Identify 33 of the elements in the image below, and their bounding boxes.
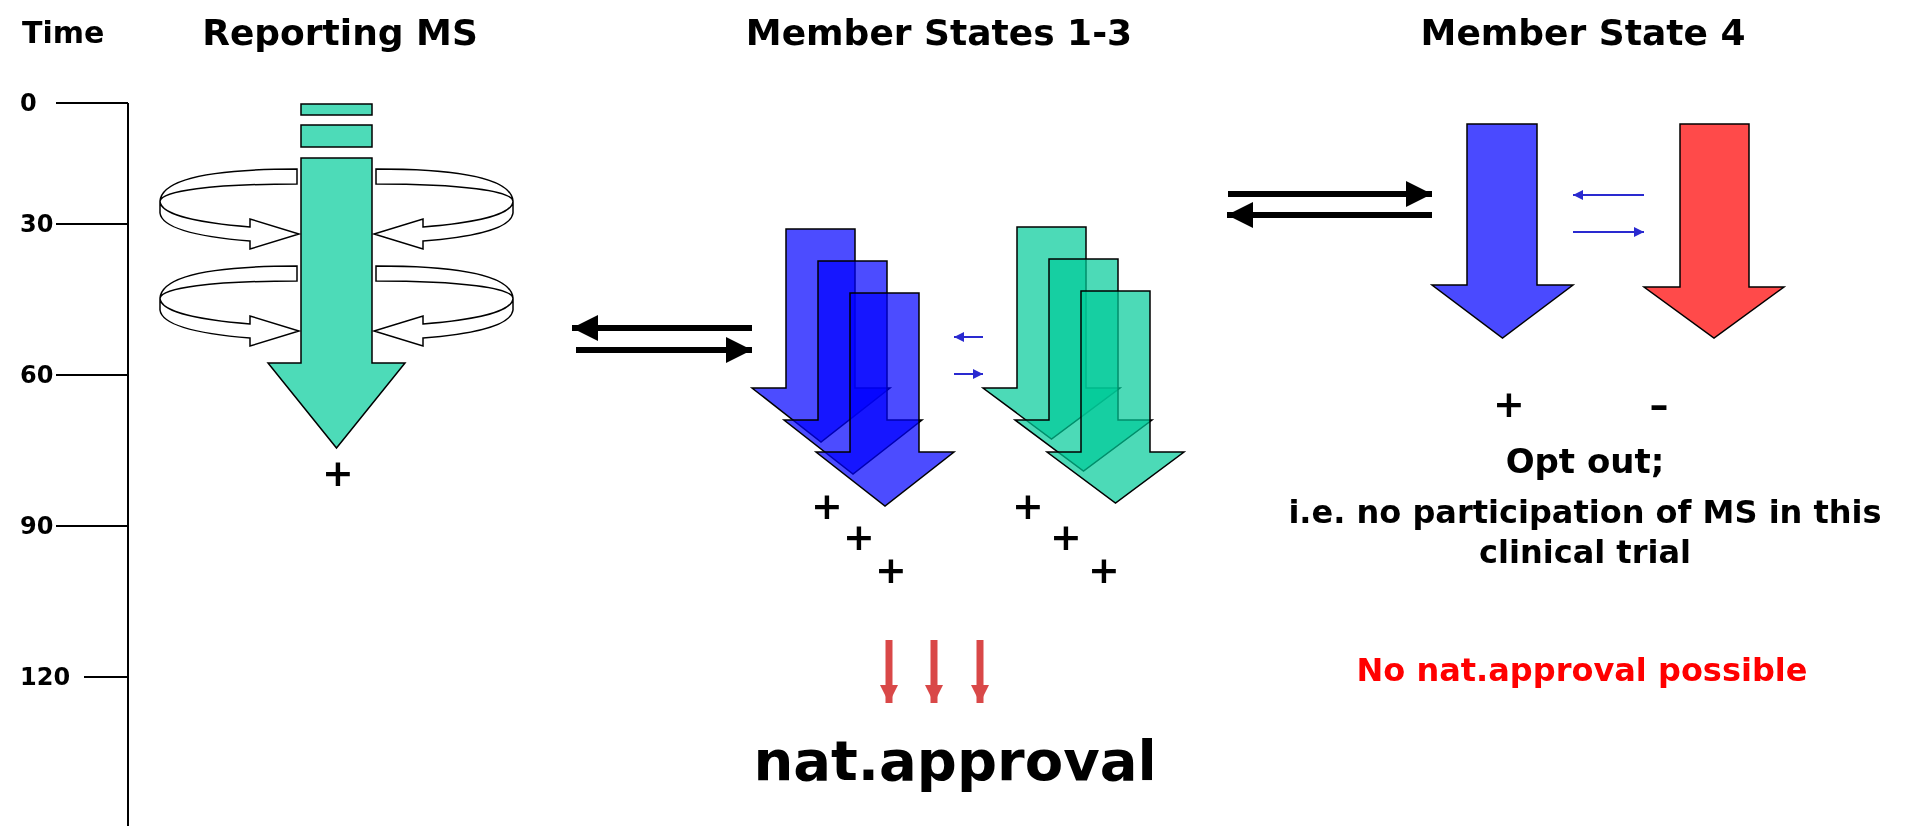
result-sign: + bbox=[1012, 487, 1040, 525]
column-header: Reporting MS bbox=[201, 11, 479, 55]
tick-label: 120 bbox=[20, 662, 71, 692]
arrow bbox=[572, 315, 752, 341]
result-sign: + bbox=[322, 454, 350, 492]
arrow bbox=[953, 369, 984, 379]
block-arrow bbox=[1432, 124, 1573, 338]
arrow bbox=[1572, 227, 1645, 237]
warning-text: No nat.approval possible bbox=[1355, 650, 1809, 690]
result-sign: + bbox=[811, 487, 839, 525]
arrow bbox=[1572, 190, 1645, 200]
arrow bbox=[953, 332, 984, 342]
result-sign: + bbox=[843, 518, 871, 556]
result-sign: – bbox=[1648, 386, 1670, 424]
result-sign: + bbox=[1493, 385, 1521, 423]
column-header: Member State 4 bbox=[1419, 11, 1747, 55]
arrow bbox=[576, 337, 752, 363]
note-text: i.e. no participation of MS in this clinical trial bbox=[1287, 492, 1883, 572]
block-arrow bbox=[1644, 124, 1784, 338]
note-text: Opt out; bbox=[1504, 440, 1666, 483]
tick-label: 90 bbox=[20, 511, 54, 541]
result-sign: + bbox=[1050, 518, 1078, 556]
tick-label: 30 bbox=[20, 209, 54, 239]
axis-title: Time bbox=[22, 14, 105, 52]
tick-label: 60 bbox=[20, 360, 54, 390]
column-header: Member States 1-3 bbox=[744, 11, 1134, 55]
tick-label: 0 bbox=[20, 88, 37, 118]
arrow bbox=[1227, 202, 1432, 228]
result-sign: + bbox=[1088, 551, 1116, 589]
result-sign: + bbox=[875, 551, 903, 589]
outcome-text: nat.approval bbox=[700, 703, 1210, 791]
arrow bbox=[1228, 181, 1432, 207]
block-arrow bbox=[268, 104, 405, 448]
